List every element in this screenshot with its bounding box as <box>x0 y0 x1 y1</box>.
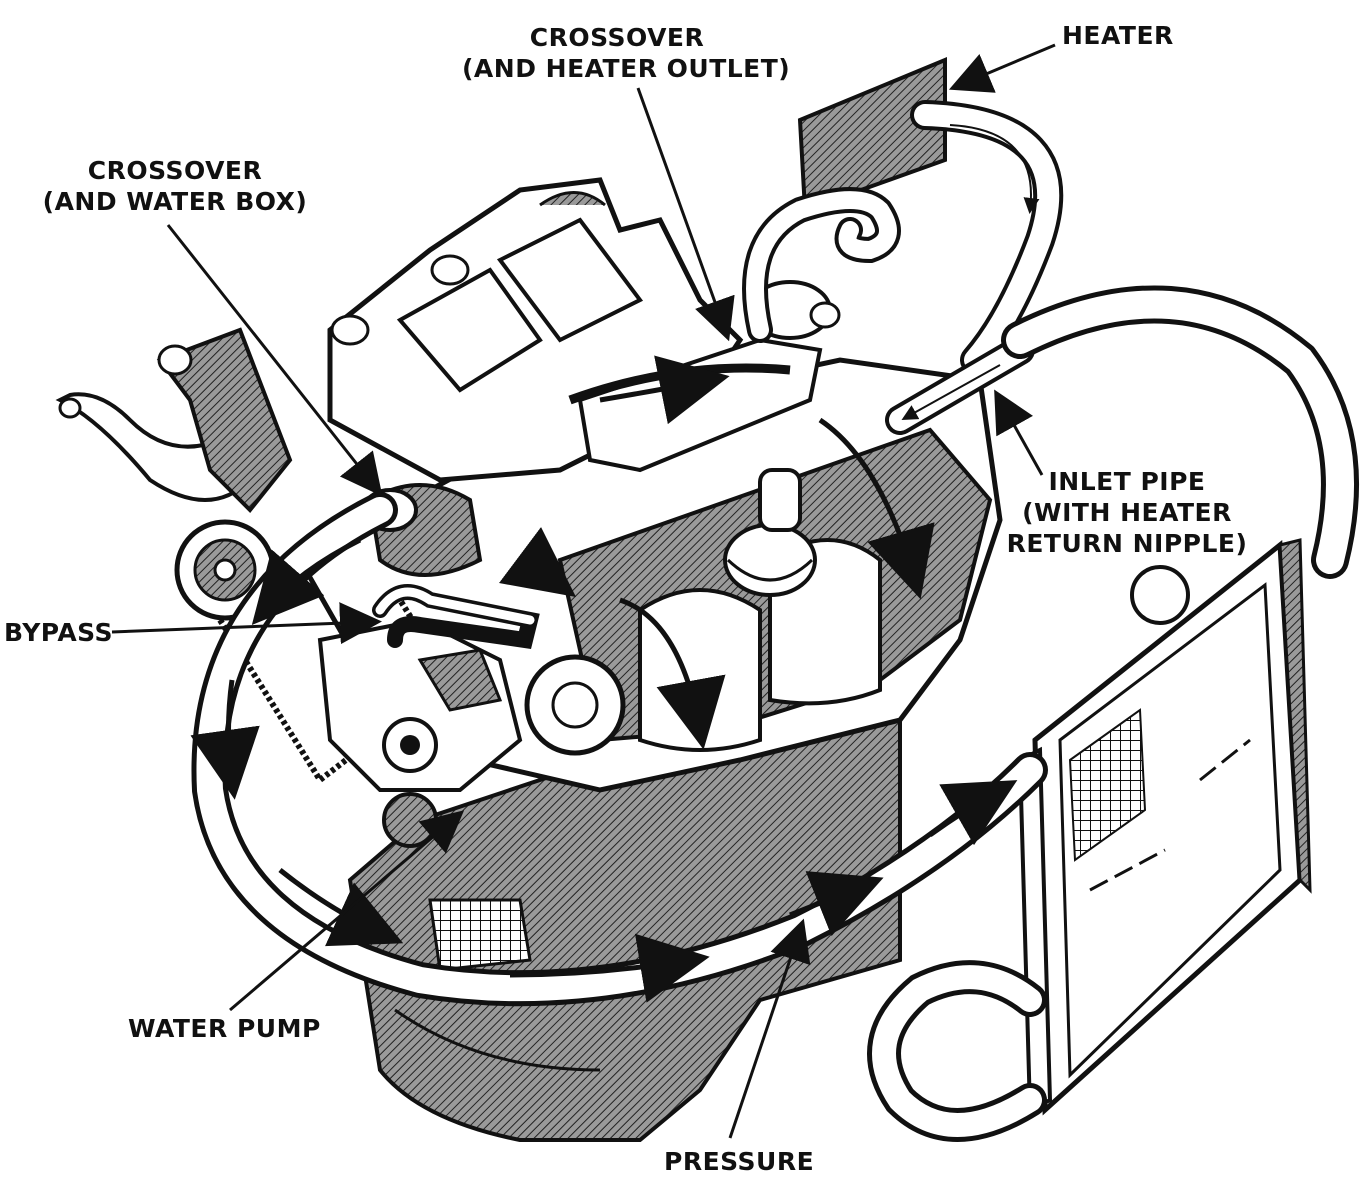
upper-radiator-hose <box>1001 285 1359 579</box>
callout-leaders <box>111 43 1056 1139</box>
heater-hoses <box>742 100 1064 375</box>
bypass-hose <box>372 584 540 649</box>
oil-pan <box>347 717 902 1142</box>
label-inlet-pipe: INLET PIPE (WITH HEATER RETURN NIPPLE) <box>1002 466 1252 559</box>
label-pressure: PRESSURE <box>664 1146 814 1177</box>
label-crossover-heater-outlet-line1: CROSSOVER <box>529 23 705 52</box>
engine-mount-bracket <box>55 327 293 513</box>
label-inlet-pipe-line1: INLET PIPE <box>1048 467 1206 496</box>
label-crossover-heater-outlet: CROSSOVER (AND HEATER OUTLET) <box>462 22 791 84</box>
label-heater-text: HEATER <box>1062 21 1174 50</box>
lower-radiator-hose <box>867 960 1047 1142</box>
label-inlet-pipe-line2: (WITH HEATER <box>1022 498 1232 527</box>
inlet-pipe <box>885 335 1035 435</box>
label-pressure-text: PRESSURE <box>664 1147 815 1176</box>
label-bypass: BYPASS <box>4 617 113 648</box>
label-water-pump: WATER PUMP <box>128 1013 321 1044</box>
heater-core <box>797 57 947 213</box>
label-crossover-water-box-line2: (AND WATER BOX) <box>42 187 308 216</box>
flow-arrows <box>190 355 1018 1003</box>
label-heater: HEATER <box>1062 20 1174 51</box>
water-pump-assembly <box>317 617 626 972</box>
label-crossover-water-box-line1: CROSSOVER <box>87 156 263 185</box>
label-inlet-pipe-line3: RETURN NIPPLE) <box>1006 529 1248 558</box>
radiator <box>1017 538 1312 1116</box>
label-water-pump-text: WATER PUMP <box>128 1014 321 1043</box>
label-bypass-text: BYPASS <box>4 618 114 647</box>
label-crossover-water-box: CROSSOVER (AND WATER BOX) <box>40 155 310 217</box>
label-crossover-heater-outlet-line2: (AND HEATER OUTLET) <box>462 54 791 83</box>
